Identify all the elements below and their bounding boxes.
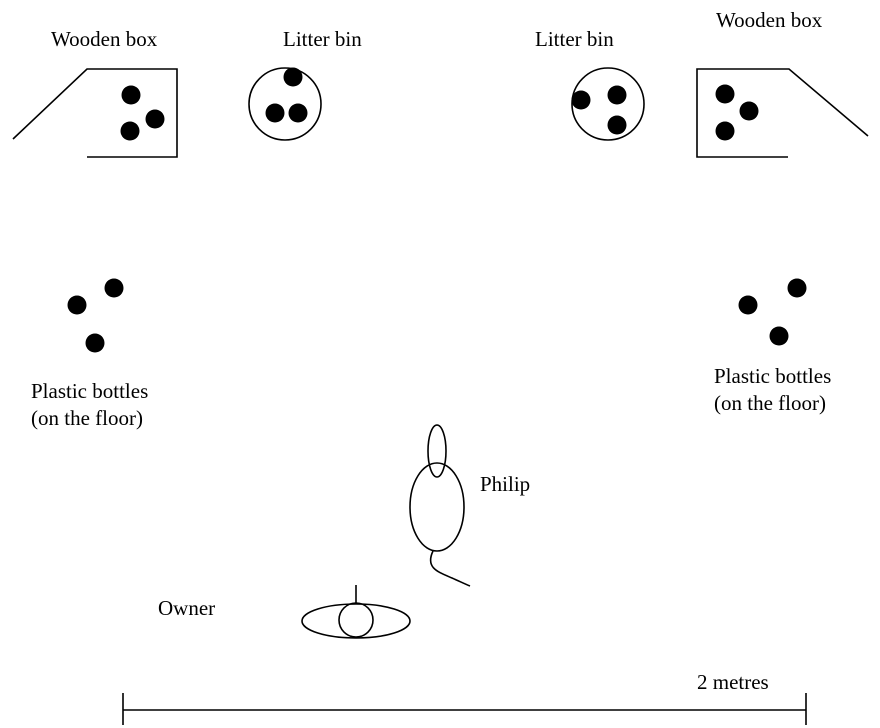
bottle-dot (739, 101, 759, 121)
bottle-dot (85, 333, 105, 353)
bottle-dot (265, 103, 285, 123)
bottle-dot (67, 295, 87, 315)
bottle-dot (607, 115, 627, 135)
dog-head (427, 424, 447, 478)
bottle-dot (571, 90, 591, 110)
bottles-right-label-line2: (on the floor) (714, 391, 826, 415)
bottle-dot (607, 85, 627, 105)
bottle-dot (104, 278, 124, 298)
wooden-box-left-label: Wooden box (51, 27, 158, 51)
bottle-dot (288, 103, 308, 123)
wooden-box-left-outline (12, 68, 178, 158)
wooden-box-right-outline (696, 68, 869, 158)
bottle-dot (769, 326, 789, 346)
bottles-right-label: Plastic bottles (on the floor) (714, 363, 831, 417)
bottle-dot (283, 67, 303, 87)
litter-bin-left-outline (248, 67, 322, 141)
bottle-dot (120, 121, 140, 141)
bottle-dot (145, 109, 165, 129)
bottles-left-label: Plastic bottles (on the floor) (31, 378, 148, 432)
dog-body (409, 462, 465, 552)
bottle-dot (738, 295, 758, 315)
wooden-box-right-label: Wooden box (716, 8, 823, 32)
owner-head (338, 602, 374, 638)
litter-bin-right-label: Litter bin (535, 27, 614, 51)
bottle-dot (121, 85, 141, 105)
bottles-left-label-line1: Plastic bottles (31, 379, 149, 403)
bottles-left-label-line2: (on the floor) (31, 406, 143, 430)
litter-bin-right-outline (571, 67, 645, 141)
owner-label: Owner (158, 596, 216, 620)
bottles-right-label-line1: Plastic bottles (714, 364, 832, 388)
bottle-dot (715, 121, 735, 141)
bottle-dot (715, 84, 735, 104)
owner-body (301, 603, 411, 639)
bottle-dot (787, 278, 807, 298)
scale-bar-label: 2 metres (697, 670, 769, 694)
dog-tail (429, 550, 471, 587)
litter-bin-left-label: Litter bin (283, 27, 362, 51)
dog-label: Philip (480, 472, 531, 496)
